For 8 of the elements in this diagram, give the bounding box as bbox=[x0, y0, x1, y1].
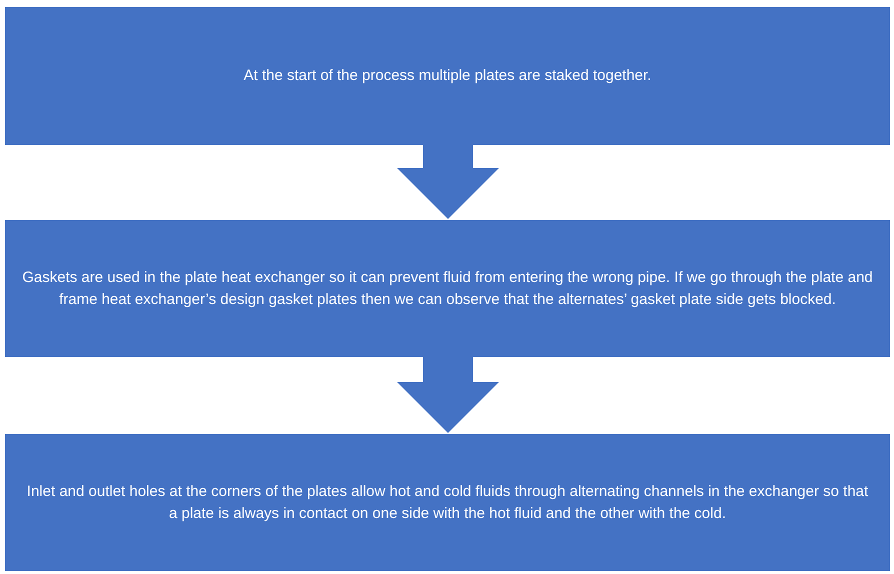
step-text: Inlet and outlet holes at the corners of the plates allow hot and cold fluids through alternating channels in the exchanger so that a plate is always in contact on one side with the hot fluid and the other with the cold. bbox=[26, 482, 870, 524]
block-arrow bbox=[397, 145, 499, 219]
step-text: At the start of the process multiple plates are staked together. bbox=[244, 66, 652, 86]
process-box bbox=[5, 434, 890, 571]
process-box bbox=[5, 7, 890, 145]
step-text: Gaskets are used in the plate heat exchanger so it can prevent fluid from entering the wrong pipe. If we go through the plate and frame heat exchanger’s design gasket plates then we can observe that the alternates’ gasket plate side gets blocked. bbox=[21, 268, 874, 310]
process-box bbox=[5, 220, 890, 357]
block-arrow bbox=[397, 357, 499, 433]
